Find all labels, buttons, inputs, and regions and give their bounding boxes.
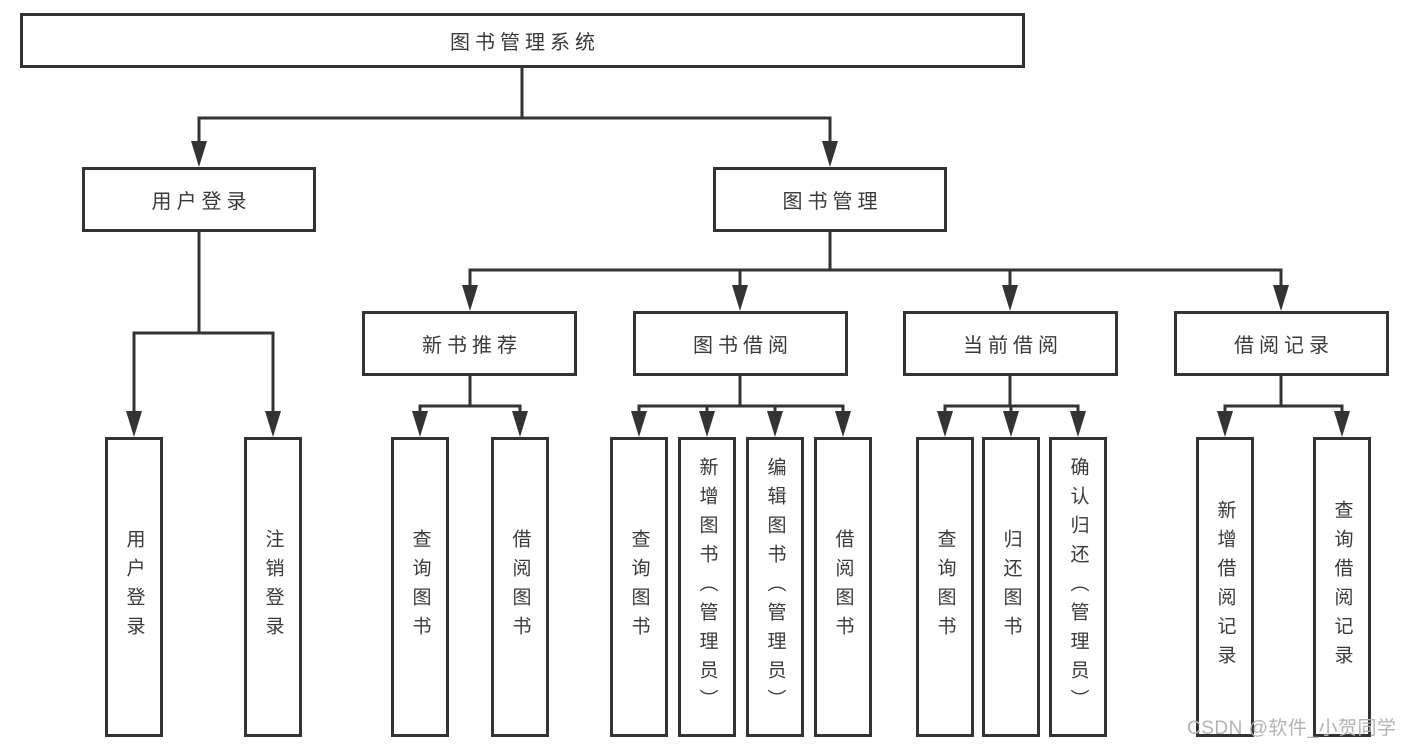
node-label: 用户登录 <box>151 191 252 213</box>
leaf-confirm-return-admin: 确认归还（管理员） <box>1049 437 1107 737</box>
leaf-label: 编辑图书（管理员） <box>764 456 786 718</box>
leaf-label: 查询借阅记录 <box>1331 500 1353 674</box>
connector-book-management-to-level3 <box>462 230 1289 311</box>
leaf-label: 确认归还（管理员） <box>1067 456 1089 718</box>
arrowhead-icon <box>822 141 838 167</box>
leaf-label: 用户登录 <box>123 529 145 645</box>
arrowhead-icon <box>1334 411 1350 437</box>
node-label: 图书管理 <box>782 191 883 213</box>
leaf-query-borrow-record: 查询借阅记录 <box>1313 437 1371 737</box>
node-library-system: 图书管理系统 <box>20 13 1025 68</box>
connector-borrowing-records-to-leaves <box>1217 374 1350 437</box>
connector-book-borrowing-to-leaves <box>631 374 851 437</box>
node-label: 图书借阅 <box>693 335 793 357</box>
node-label: 图书管理系统 <box>450 32 600 54</box>
arrowhead-icon <box>412 411 428 437</box>
arrowhead-icon <box>631 411 647 437</box>
node-borrowing-records: 借阅记录 <box>1174 311 1389 376</box>
node-book-borrowing: 图书借阅 <box>633 311 848 376</box>
leaf-return-books: 归还图书 <box>982 437 1040 737</box>
node-new-book-recommendation: 新书推荐 <box>362 311 577 376</box>
arrowhead-icon <box>1003 411 1019 437</box>
connector-root-to-level2 <box>191 66 838 167</box>
leaf-query-books-recommend: 查询图书 <box>391 437 449 737</box>
arrowhead-icon <box>126 411 142 437</box>
leaf-label: 注销登录 <box>262 529 284 645</box>
arrowhead-icon <box>1070 411 1086 437</box>
connector-user-login-to-leaves <box>126 230 281 437</box>
leaf-user-login: 用户登录 <box>105 437 163 737</box>
arrowhead-icon <box>265 411 281 437</box>
connector-current-borrowing-to-leaves <box>937 374 1086 437</box>
arrowhead-icon <box>835 411 851 437</box>
arrowhead-icon <box>767 411 783 437</box>
node-label: 当前借阅 <box>963 335 1063 357</box>
arrowhead-icon <box>1217 411 1233 437</box>
leaf-label: 归还图书 <box>1000 529 1022 645</box>
node-user-login: 用户登录 <box>82 167 316 232</box>
leaf-edit-books-admin: 编辑图书（管理员） <box>746 437 804 737</box>
leaf-label: 借阅图书 <box>509 529 531 645</box>
arrowhead-icon <box>699 411 715 437</box>
arrowhead-icon <box>1273 285 1289 311</box>
leaf-label: 查询图书 <box>409 529 431 645</box>
leaf-label: 新增借阅记录 <box>1214 500 1236 674</box>
node-current-borrowing: 当前借阅 <box>903 311 1118 376</box>
node-label: 借阅记录 <box>1234 335 1334 357</box>
leaf-add-borrow-record: 新增借阅记录 <box>1196 437 1254 737</box>
node-book-management: 图书管理 <box>713 167 947 232</box>
leaf-label: 新增图书（管理员） <box>696 456 718 718</box>
leaf-borrow-books-recommend: 借阅图书 <box>491 437 549 737</box>
leaf-label: 借阅图书 <box>832 529 854 645</box>
leaf-query-books-current: 查询图书 <box>916 437 974 737</box>
leaf-add-books-admin: 新增图书（管理员） <box>678 437 736 737</box>
arrowhead-icon <box>937 411 953 437</box>
leaf-logout: 注销登录 <box>244 437 302 737</box>
leaf-borrow-books-borrowing: 借阅图书 <box>814 437 872 737</box>
node-label: 新书推荐 <box>422 335 522 357</box>
leaf-query-books-borrowing: 查询图书 <box>610 437 668 737</box>
arrowhead-icon <box>512 411 528 437</box>
arrowhead-icon <box>191 141 207 167</box>
connector-new-book-to-leaves <box>412 374 528 437</box>
arrowhead-icon <box>462 285 478 311</box>
arrowhead-icon <box>732 285 748 311</box>
leaf-label: 查询图书 <box>628 529 650 645</box>
leaf-label: 查询图书 <box>934 529 956 645</box>
arrowhead-icon <box>1002 285 1018 311</box>
csdn-watermark: CSDN @软件_小贺同学 <box>1187 718 1397 739</box>
